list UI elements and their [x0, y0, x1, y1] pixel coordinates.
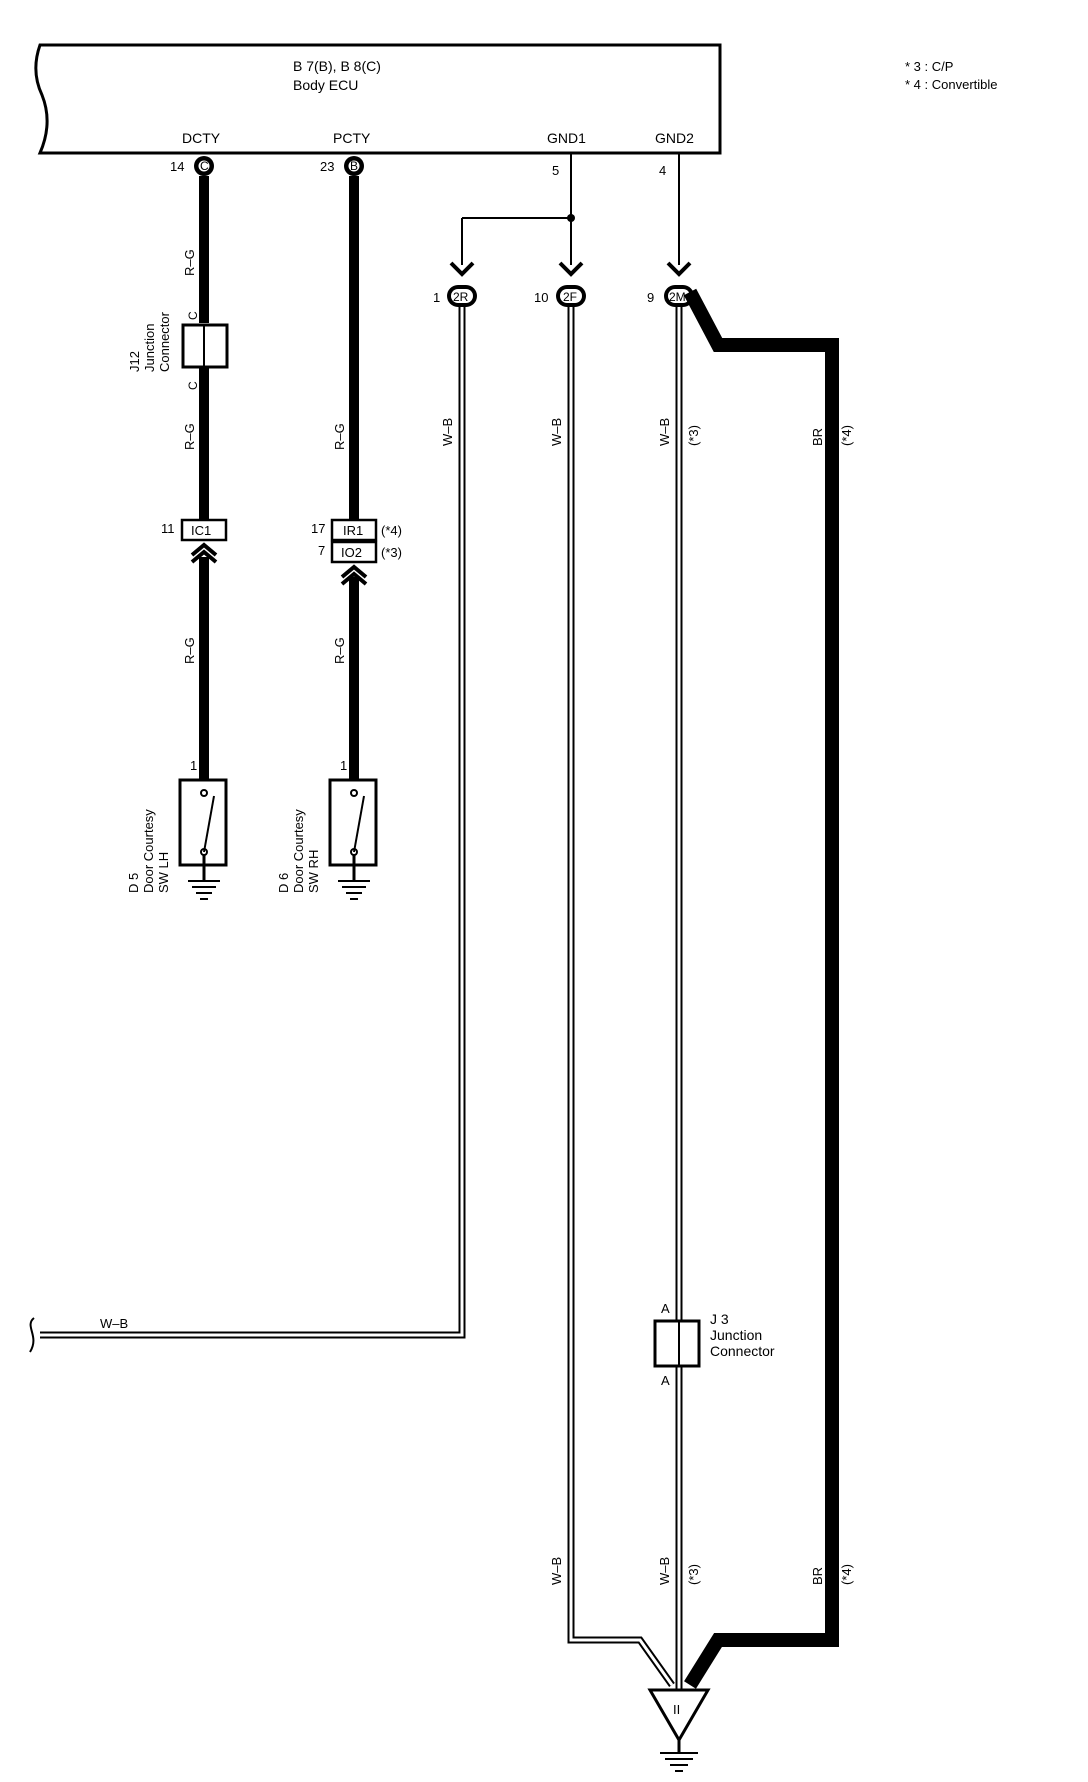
svg-text:C: C — [200, 159, 209, 173]
ir1-connector — [330, 518, 378, 542]
wire-wb-2r — [40, 307, 466, 1339]
wire-label-wb-2r: W–B — [440, 418, 455, 446]
ecu-connector-c: C — [194, 156, 214, 176]
ecu-ref: B 7(B), B 8(C) — [293, 58, 381, 74]
ic1-chevrons — [190, 542, 218, 564]
svg-text:2M: 2M — [669, 290, 686, 304]
switch-rh-pin: 1 — [340, 758, 347, 773]
j12-pin-top: C — [186, 311, 200, 320]
wire-label-wb-2m-bottom: W–B — [657, 1557, 672, 1585]
pin-gnd1-number: 5 — [552, 163, 559, 178]
j12-ref: J12 — [127, 351, 142, 372]
ground-point-ii: II — [647, 1688, 711, 1772]
switch-lh-line1: Door Courtesy — [141, 809, 156, 893]
wire-label-br-bottom: BR — [810, 1567, 825, 1585]
arrow-2m — [666, 261, 692, 277]
wire-label-rg-2: R–G — [182, 423, 197, 450]
switch-rh-line1: Door Courtesy — [291, 809, 306, 893]
pin-dcty-number: 14 — [170, 159, 184, 174]
terminal-gnd1: GND1 — [547, 130, 586, 146]
c2r-number: 1 — [433, 290, 440, 305]
j12-line2: Connector — [157, 311, 172, 372]
j3-ref: J 3 — [710, 1311, 729, 1327]
svg-text:2F: 2F — [563, 290, 577, 304]
terminal-pcty: PCTY — [333, 130, 371, 146]
j3-connector — [653, 1319, 701, 1368]
wire-label-br-top-note: (*4) — [839, 425, 854, 446]
connector-2f: 2F — [556, 285, 586, 307]
legend-note-4: * 4 : Convertible — [905, 77, 998, 92]
door-courtesy-switch-lh — [178, 778, 228, 900]
io2-note: (*3) — [381, 545, 402, 560]
c2f-number: 10 — [534, 290, 548, 305]
ir1-note: (*4) — [381, 523, 402, 538]
ir1-number: 17 — [311, 521, 325, 536]
wire-label-wb-2f: W–B — [549, 418, 564, 446]
ic1-connector — [180, 518, 228, 542]
ic1-number: 11 — [161, 521, 175, 536]
io2-number: 7 — [318, 543, 325, 558]
j3-line1: Junction — [710, 1327, 762, 1343]
io2-chevrons — [340, 564, 368, 586]
arrow-2f — [558, 261, 584, 277]
wire-wb-left-break — [29, 1317, 35, 1353]
terminal-dcty: DCTY — [182, 130, 221, 146]
j12-pin-bottom: C — [186, 381, 200, 390]
svg-text:IC1: IC1 — [191, 523, 211, 538]
terminal-gnd2: GND2 — [655, 130, 694, 146]
c2m-number: 9 — [647, 290, 654, 305]
j3-pin-top: A — [661, 1301, 670, 1316]
j3-pin-bottom: A — [661, 1373, 670, 1388]
wire-label-br-bottom-note: (*4) — [839, 1564, 854, 1585]
wire-label-wb-2m-note: (*3) — [686, 425, 701, 446]
ecu-connector-b: B — [344, 156, 364, 176]
svg-text:II: II — [673, 1702, 680, 1717]
wire-label-rg-5: R–G — [332, 637, 347, 664]
j3-line2: Connector — [710, 1343, 775, 1359]
wire-label-wb-2m: W–B — [657, 418, 672, 446]
io2-connector — [330, 540, 378, 564]
switch-lh-line2: SW LH — [156, 852, 171, 893]
switch-rh-ref: D 6 — [276, 873, 291, 893]
wire-label-rg-1: R–G — [182, 249, 197, 276]
connector-2m: 2M — [664, 285, 694, 307]
wire-label-br-top: BR — [810, 428, 825, 446]
wire-label-rg-3: R–G — [182, 637, 197, 664]
pin-pcty-number: 23 — [320, 159, 334, 174]
connector-2r: 2R — [447, 285, 477, 307]
svg-text:2R: 2R — [453, 290, 469, 304]
pin-gnd2-number: 4 — [659, 163, 666, 178]
wire-label-rg-4: R–G — [332, 423, 347, 450]
wire-label-wb-2m-bottom-note: (*3) — [686, 1564, 701, 1585]
wire-label-wb-2f-bottom: W–B — [549, 1557, 564, 1585]
wire-label-wb-left: W–B — [100, 1316, 128, 1331]
j12-line1: Junction — [142, 324, 157, 372]
ecu-name: Body ECU — [293, 77, 358, 93]
ecu-box — [34, 43, 722, 155]
svg-text:IO2: IO2 — [341, 545, 362, 560]
wire-br — [683, 288, 839, 1689]
switch-lh-ref: D 5 — [126, 873, 141, 893]
door-courtesy-switch-rh — [328, 778, 378, 900]
switch-rh-line2: SW RH — [306, 850, 321, 893]
svg-text:IR1: IR1 — [343, 523, 363, 538]
legend-note-3: * 3 : C/P — [905, 59, 953, 74]
svg-text:B: B — [350, 159, 358, 173]
wire-wb-2f — [567, 307, 675, 1688]
switch-lh-pin: 1 — [190, 758, 197, 773]
arrow-2r — [449, 261, 475, 277]
